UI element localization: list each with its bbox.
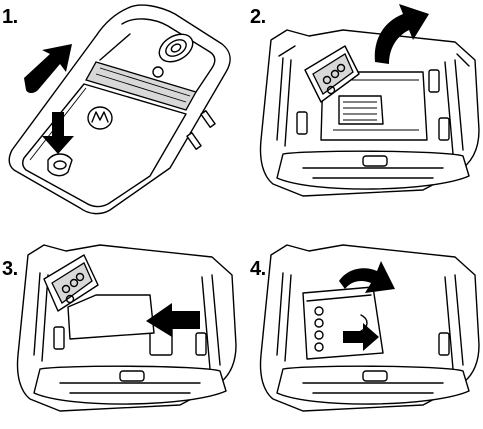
step-number-4: 4.	[250, 258, 266, 281]
step-number-1: 1.	[2, 6, 18, 29]
phone-back-cover-icon	[261, 30, 480, 196]
step-number-3: 3.	[2, 258, 18, 281]
sim-card-icon	[68, 295, 154, 339]
step-number-2: 2.	[250, 6, 266, 29]
panel-step-1	[0, 0, 240, 215]
panel-step-4	[243, 215, 483, 429]
panel-step-3	[0, 215, 240, 429]
motorola-logo-icon	[88, 107, 112, 129]
sim-holder-icon	[303, 287, 383, 359]
phone-back-cover-icon	[9, 5, 230, 214]
panel-step-2	[243, 0, 483, 215]
